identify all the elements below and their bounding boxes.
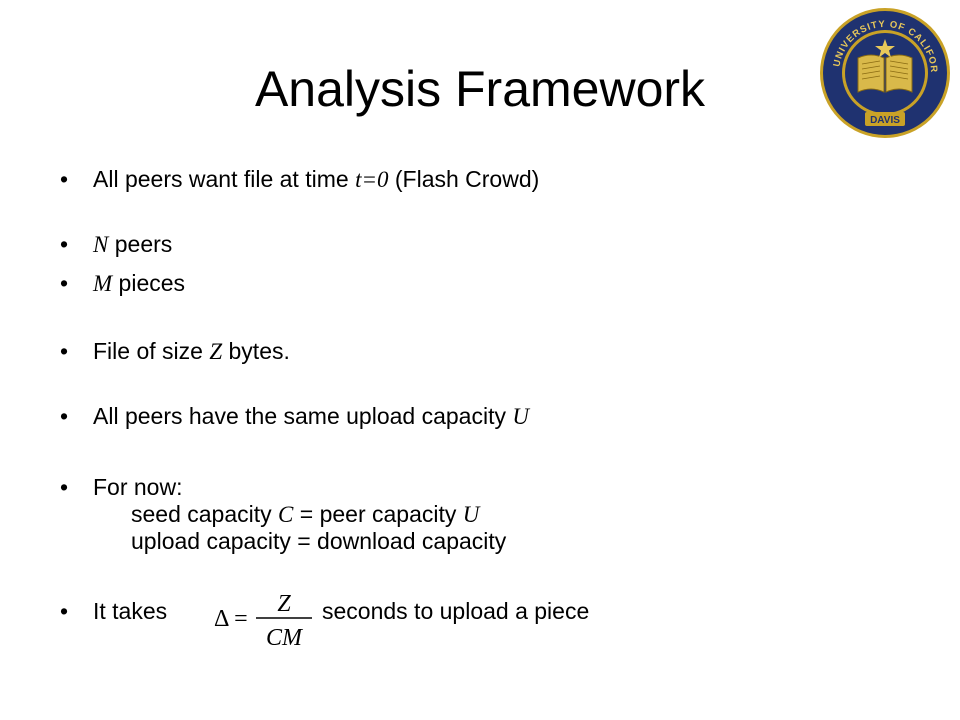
bullet-subline: seed capacity C = peer capacity U [93,501,506,528]
bullet-text: (Flash Crowd) [388,166,540,192]
bullet-dot: • [60,598,69,624]
bullet-dot: • [60,270,69,296]
formula-lhs: Δ = [214,606,248,632]
bullet-dot: • [60,474,69,500]
bullet-dot: • [60,166,69,192]
bullet-text: = peer capacity [293,501,463,527]
formula-numerator: Z [277,591,291,617]
bullet-text: For now: [93,474,183,500]
bullet-text: seconds to upload a piece [322,598,590,624]
slide-title: Analysis Framework [254,61,706,117]
bullet-dot: • [60,338,69,364]
bullet-text: pieces [112,270,186,296]
bullet-dot: • [60,231,69,257]
math-variable: U [462,502,480,527]
bullet-text: All peers have the same upload capacity [93,403,513,429]
math-variable: U [512,404,529,429]
bullet-text: seed capacity [131,501,279,527]
math-variable: M [93,271,113,296]
math-variable: Z [209,339,223,364]
math-variable: N [93,232,109,257]
bullet-text: It takes [93,598,168,624]
formula-denominator: CM [266,625,304,650]
seal-ribbon-text: DAVIS [870,115,900,126]
uc-davis-seal-logo: THE UNIVERSITY OF CALIFORNIA DAVIS [818,6,950,138]
math-variable: t=0 [355,167,389,192]
bullet-text: bytes. [222,338,290,364]
bullet-text: File of size [93,338,210,364]
bullet-text: All peers want file at time [93,166,356,192]
bullet-text: peers [108,231,173,257]
delta-formula: Δ = Z CM [214,591,312,650]
math-variable: C [278,502,294,527]
bullet-subline: upload capacity = download capacity [131,528,507,554]
bullet-dot: • [60,403,69,429]
